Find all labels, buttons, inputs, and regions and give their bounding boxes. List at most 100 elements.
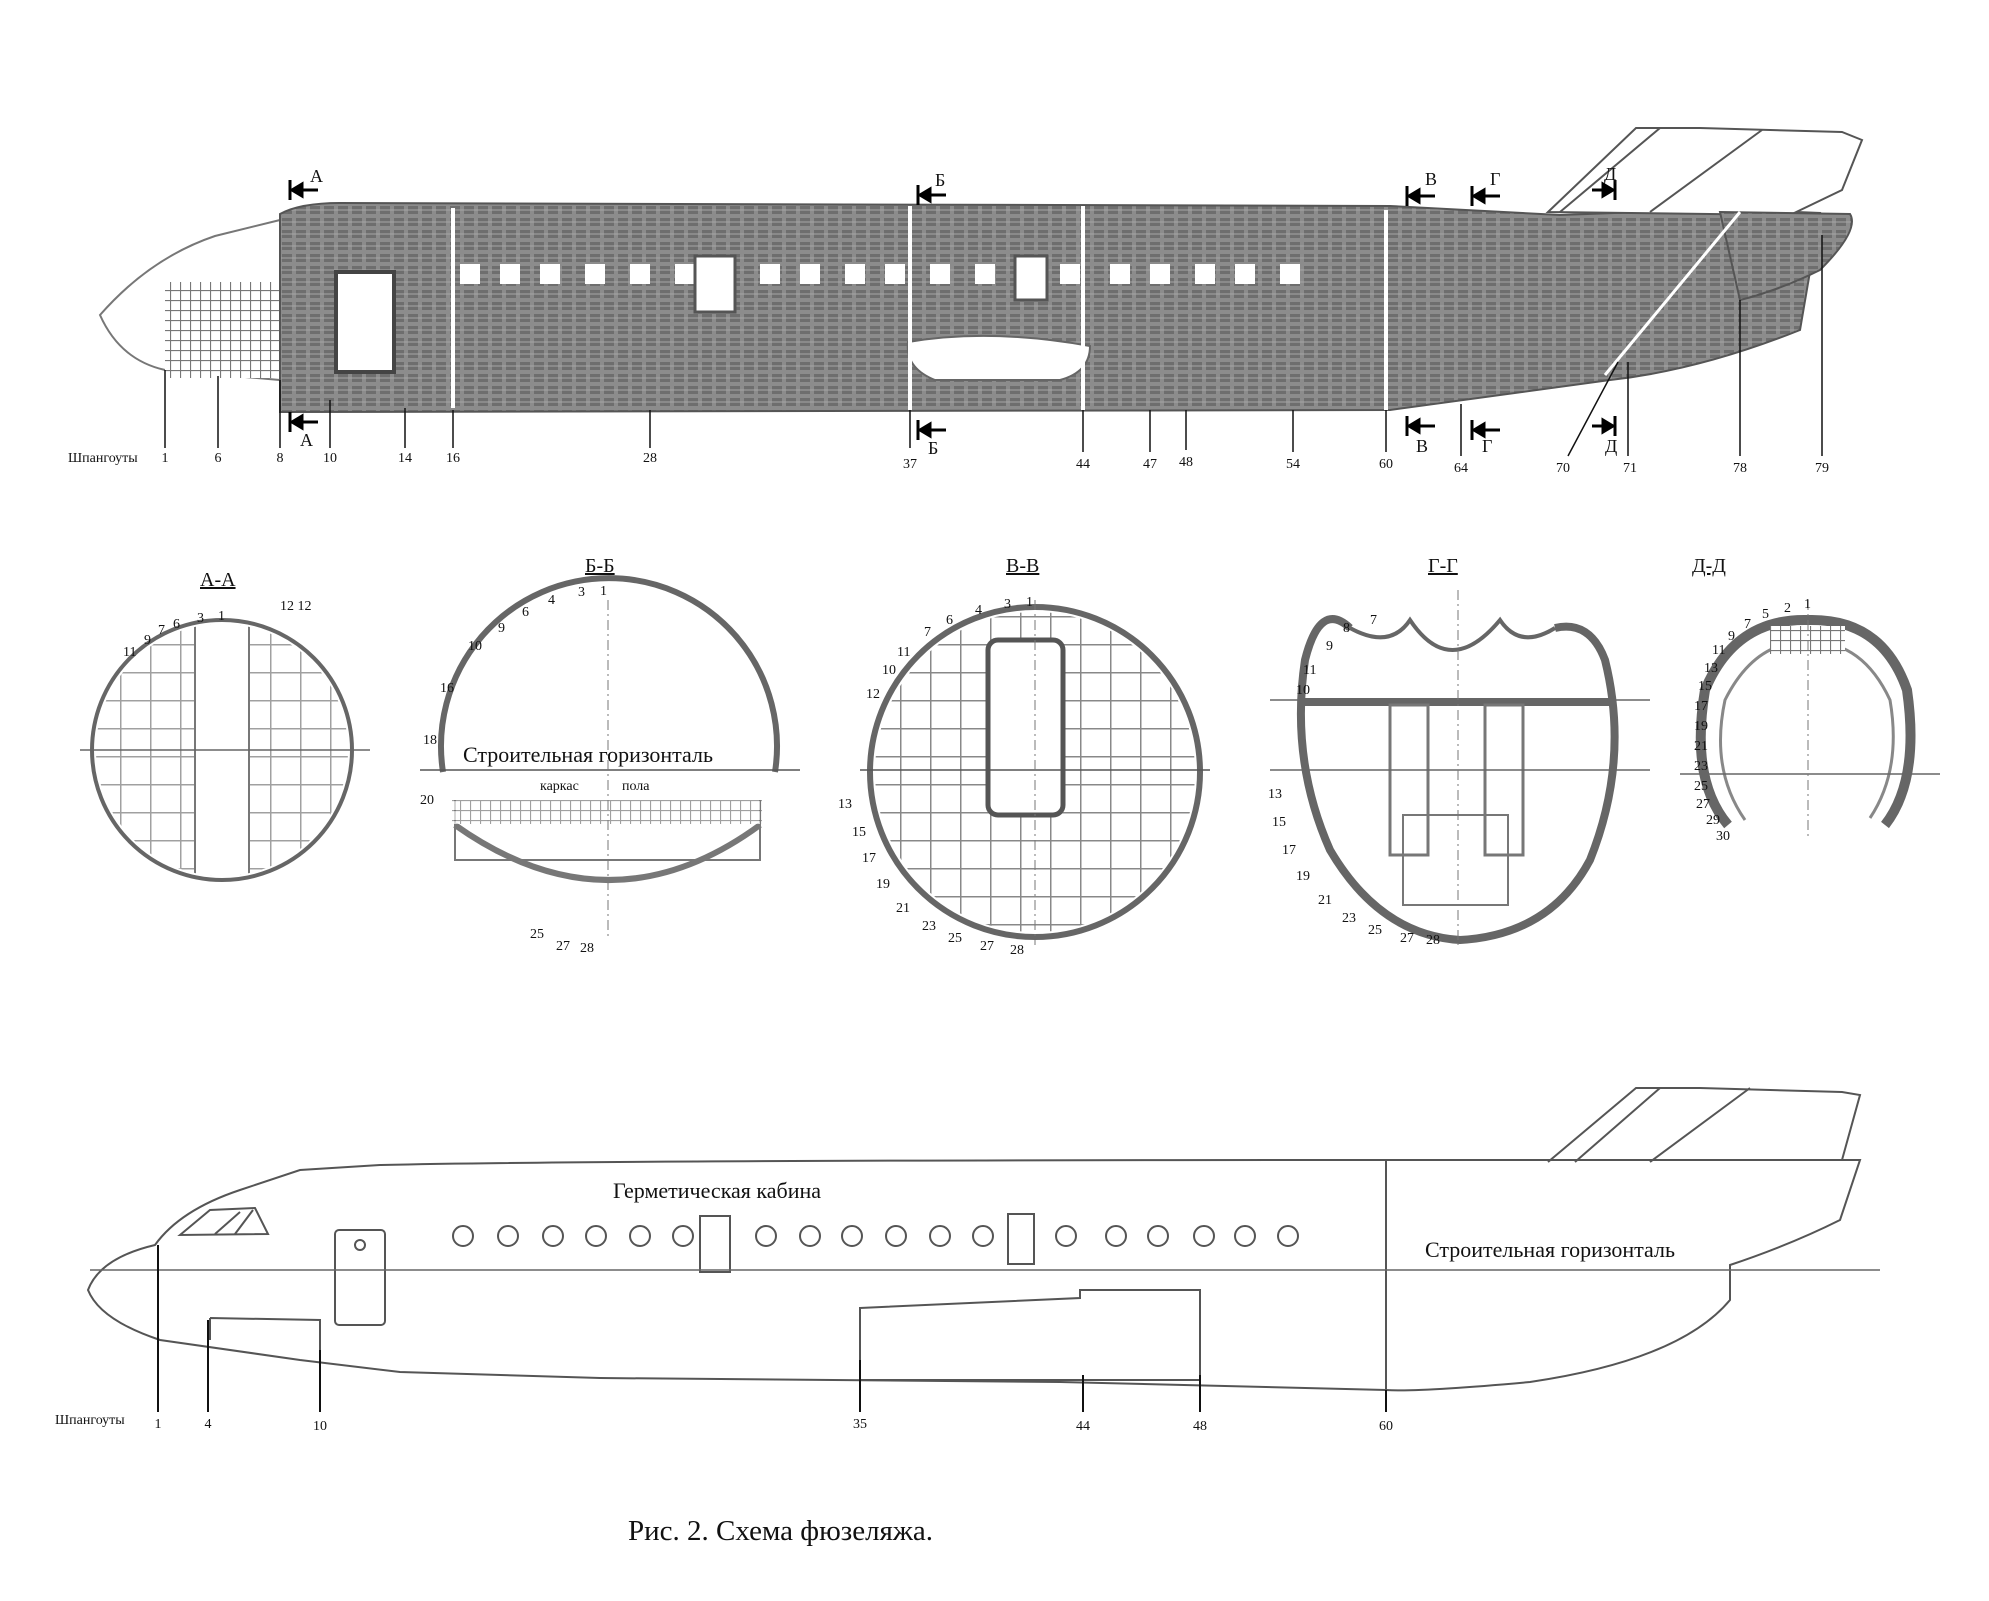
dd-num-6: 13	[1704, 661, 1718, 676]
dd-num-8: 17	[1694, 699, 1708, 714]
bb-floor-label-a: каркас	[540, 779, 579, 794]
top-mark-top-2: В	[1425, 169, 1437, 189]
gg-num-3: 11	[1303, 663, 1316, 678]
top-frame-1: 1	[162, 451, 169, 466]
bottom-frame-4: 4	[205, 1417, 212, 1432]
bb-num-9: 25	[530, 927, 544, 942]
vv-num-8: 13	[838, 797, 852, 812]
section-bb-frame-numbers: 1 3 4 6 9 10 16 18 20 25 27 28	[420, 584, 607, 956]
dd-num-15: 30	[1716, 829, 1730, 844]
top-frame-16: 16	[446, 451, 460, 466]
bottom-cabin-label: Герметическая кабина	[613, 1178, 821, 1203]
vv-num-1: 3	[1004, 597, 1011, 612]
bb-horizontal-label: Строительная горизонталь	[463, 742, 713, 767]
top-frame-10: 10	[323, 451, 337, 466]
bb-floor-label-b: пола	[622, 779, 650, 794]
top-frame-47: 47	[1143, 457, 1157, 472]
aa-num-4: 9	[144, 633, 151, 648]
bottom-ventral-fairing	[859, 1289, 1201, 1381]
top-frame-79: 79	[1815, 461, 1829, 476]
bottom-frame-48: 48	[1193, 1419, 1207, 1434]
bb-num-2: 4	[548, 593, 555, 608]
section-gg-title: Г-Г	[1428, 555, 1458, 577]
bottom-frame-10: 10	[313, 1419, 327, 1434]
gg-num-6: 15	[1272, 815, 1286, 830]
section-aa: А-А 12 12 1 3 6 7 9 11	[80, 569, 370, 882]
top-frame-78: 78	[1733, 461, 1747, 476]
top-frame-6: 6	[215, 451, 222, 466]
gg-num-5: 13	[1268, 787, 1282, 802]
top-window-row	[460, 264, 1300, 284]
bottom-frame-1: 1	[155, 1417, 162, 1432]
aa-num-5: 11	[123, 645, 136, 660]
bb-num-3: 6	[522, 605, 529, 620]
top-mark-bottom-4: Д	[1605, 436, 1617, 456]
bb-num-0: 1	[600, 584, 607, 599]
bb-num-8: 20	[420, 793, 434, 808]
top-mark-bottom-3: Г	[1482, 436, 1492, 456]
section-aa-frame-numbers: 1 3 6 7 9 11	[123, 609, 225, 660]
dd-num-4: 9	[1728, 629, 1735, 644]
section-bb-title: Б-Б	[585, 555, 615, 577]
gg-num-10: 23	[1342, 911, 1356, 926]
top-wing-center-cutout	[906, 334, 1092, 381]
bottom-cockpit-window	[177, 1206, 270, 1237]
vv-num-12: 21	[896, 901, 910, 916]
bb-num-6: 16	[440, 681, 454, 696]
bottom-fuselage-outline	[86, 1159, 1862, 1392]
top-mark-bottom-1: Б	[928, 438, 938, 458]
bottom-horizontal-label: Строительная горизонталь	[1425, 1237, 1675, 1262]
top-frame-54: 54	[1286, 457, 1300, 472]
top-frame-48: 48	[1179, 455, 1193, 470]
gg-num-0: 7	[1370, 613, 1377, 628]
bb-num-5: 10	[468, 639, 482, 654]
vv-num-11: 19	[876, 877, 890, 892]
bb-num-11: 28	[580, 941, 594, 956]
vv-num-3: 6	[946, 613, 953, 628]
section-dd-frame-numbers: 1 2 5 7 9 11 13 15 17 19 21 23 25 27 29 …	[1694, 597, 1811, 844]
bottom-frames-label: Шпангоуты	[55, 1413, 125, 1428]
vv-num-16: 28	[1010, 943, 1024, 958]
top-frame-8: 8	[277, 451, 284, 466]
top-frame-70: 70	[1556, 461, 1570, 476]
gg-num-7: 17	[1282, 843, 1296, 858]
gg-num-13: 28	[1426, 933, 1440, 948]
top-frame-numbers: 1 6 8 10 14 16 28 37 44 47 48 54 60 64 7…	[162, 451, 1830, 476]
vv-num-7: 12	[866, 687, 880, 702]
aa-num-3: 7	[158, 623, 165, 638]
dd-num-0: 1	[1804, 597, 1811, 612]
aa-num-0: 1	[218, 609, 225, 624]
aa-num-1: 3	[197, 611, 204, 626]
top-mark-top-4: Д	[1604, 164, 1616, 184]
bb-num-4: 9	[498, 621, 505, 636]
section-aa-title: А-А	[200, 569, 236, 591]
gg-num-11: 25	[1368, 923, 1382, 938]
dd-num-2: 5	[1762, 607, 1769, 622]
dd-num-9: 19	[1694, 719, 1708, 734]
dd-num-12: 25	[1694, 779, 1708, 794]
dd-num-1: 2	[1784, 601, 1791, 616]
section-dd: Д-Д 1 2 5 7 9 11 13 15 17 19 21 23 25 27…	[1680, 555, 1940, 844]
top-main-body	[279, 201, 1822, 414]
gg-num-9: 21	[1318, 893, 1332, 908]
bb-num-10: 27	[556, 939, 570, 954]
section-bb: Б-Б Строительная горизонталь каркас пола…	[420, 555, 800, 956]
bb-num-7: 18	[423, 733, 437, 748]
top-mark-bottom-2: В	[1416, 436, 1428, 456]
dd-num-11: 23	[1694, 759, 1708, 774]
vv-num-6: 10	[882, 663, 896, 678]
gg-num-2: 9	[1326, 639, 1333, 654]
bottom-fuselage-view	[86, 1087, 1880, 1412]
top-frame-71: 71	[1623, 461, 1637, 476]
bottom-mid-door	[1007, 1213, 1035, 1265]
vv-num-9: 15	[852, 825, 866, 840]
top-section-arrows	[288, 180, 1617, 440]
bottom-service-door	[699, 1215, 731, 1273]
gg-num-12: 27	[1400, 931, 1414, 946]
top-cockpit-grid	[165, 282, 280, 378]
dd-num-3: 7	[1744, 617, 1751, 632]
bottom-frame-35: 35	[853, 1417, 867, 1432]
vv-num-2: 4	[975, 603, 982, 618]
gg-num-4: 10	[1296, 683, 1310, 698]
